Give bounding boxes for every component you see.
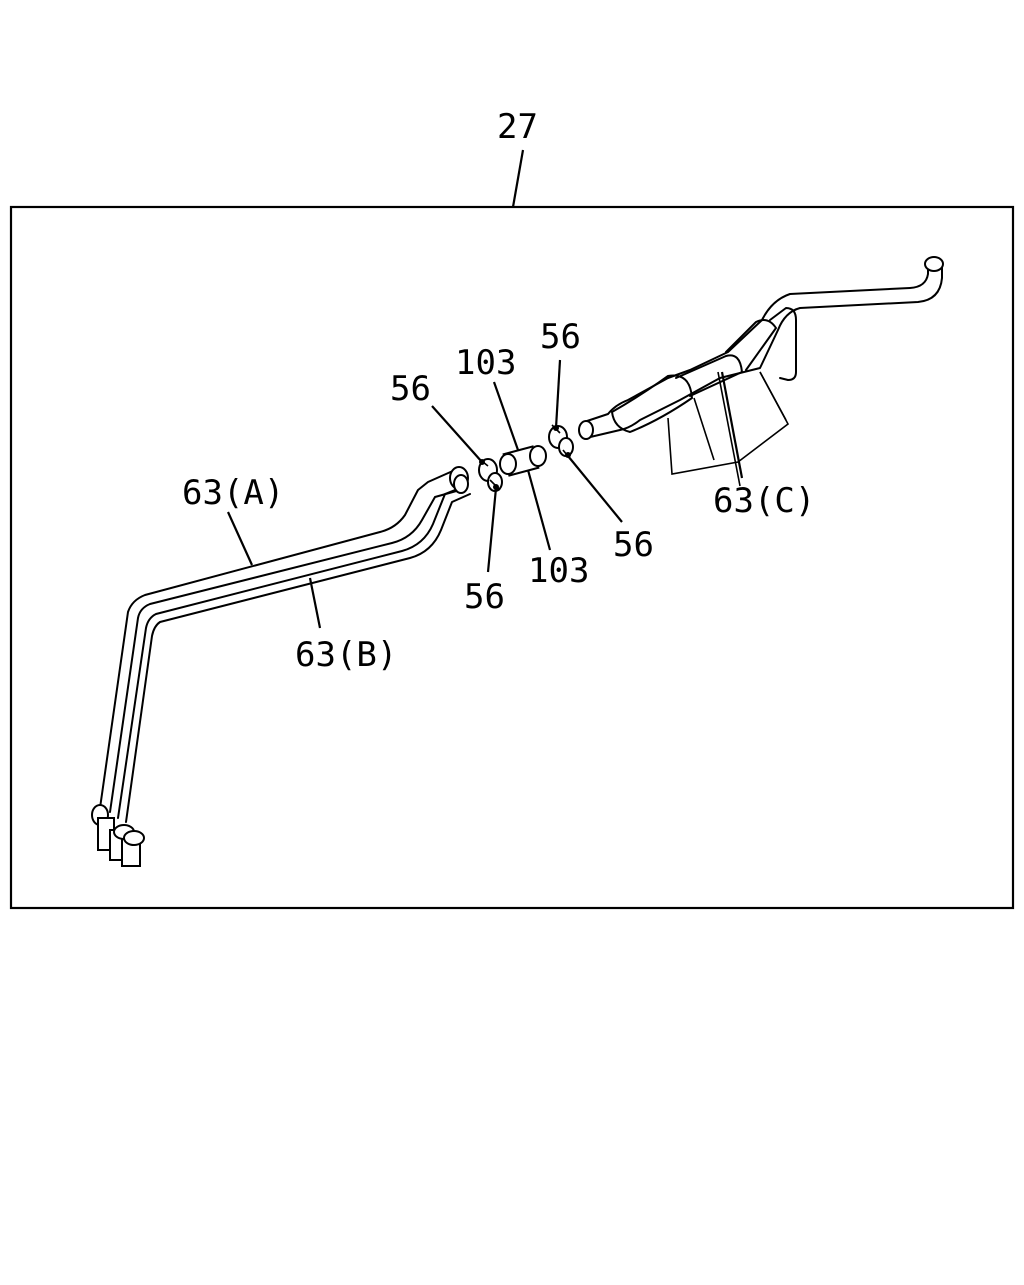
leader-56-upper-left bbox=[431, 405, 483, 463]
leader-103-upper bbox=[492, 381, 520, 451]
leader-103-lower bbox=[526, 469, 552, 551]
pipe-63b bbox=[117, 485, 471, 823]
assembly-leader bbox=[511, 149, 525, 208]
assembly-number-label: 27 bbox=[497, 107, 538, 147]
leader-56-lower-left bbox=[486, 487, 498, 573]
label-pipe-63c: 63(C) bbox=[713, 481, 815, 521]
leader-63a bbox=[226, 511, 254, 566]
label-clamp-56-upper-left: 56 bbox=[390, 369, 431, 409]
leader-56-upper-right bbox=[554, 359, 562, 429]
label-clamp-56-lower-right: 56 bbox=[613, 525, 654, 565]
label-clamp-56-upper-right: 56 bbox=[540, 317, 581, 357]
pipe-end-left bbox=[91, 466, 469, 867]
pipe-63c bbox=[578, 256, 944, 440]
clamp-right bbox=[548, 424, 574, 461]
leader-63c bbox=[720, 371, 744, 479]
hose-103 bbox=[499, 445, 547, 477]
leader-63b bbox=[308, 577, 322, 629]
label-hose-103-lower: 103 bbox=[528, 551, 589, 591]
label-hose-103-upper: 103 bbox=[455, 343, 516, 383]
clamp-left bbox=[477, 457, 503, 492]
label-pipe-63a: 63(A) bbox=[182, 473, 284, 513]
label-pipe-63b: 63(B) bbox=[295, 635, 397, 675]
pipe-63a bbox=[99, 469, 461, 813]
diagram-frame bbox=[9, 205, 1015, 910]
label-clamp-56-lower-left: 56 bbox=[464, 577, 505, 617]
leader-56-lower-right bbox=[567, 455, 623, 523]
